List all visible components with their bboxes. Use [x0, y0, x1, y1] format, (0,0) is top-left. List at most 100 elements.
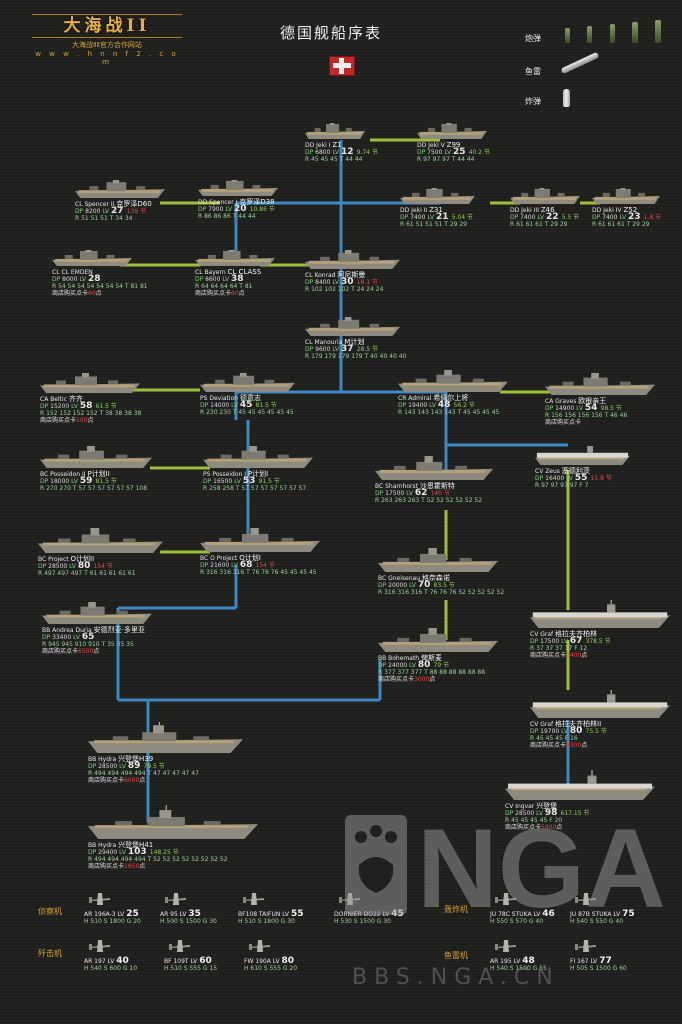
ship-speed: 148.25 节: [149, 849, 179, 856]
ship-weapons: R 377 377 377 T 88 88 88 88 88 88: [378, 669, 486, 676]
aircraft-icon: [575, 893, 596, 905]
ship-level: 58: [79, 401, 96, 411]
ship-weapons: R 86 86 86 T 44 44: [198, 213, 256, 220]
ship-name: CL CL EMDEN: [52, 269, 148, 276]
ship-en-name: CV Zeus: [535, 468, 562, 475]
ship-stats: DP 7400 LV 22 5.5 节: [510, 212, 580, 222]
carrier-silhouette-icon: [530, 690, 670, 718]
ship-en-name: DD Jeki V: [417, 142, 447, 149]
ship-cn-name: Z1: [332, 141, 342, 149]
ship-cn-name: 格拉夫齐柏林II: [555, 720, 602, 728]
ship-speed: 617.15 节: [560, 810, 590, 817]
ship-en-name: DD Jeki II: [400, 207, 430, 214]
ship-en-name: CA Graves: [545, 398, 579, 405]
ship-cn-name: 格拉夫齐柏林: [555, 630, 598, 638]
plane-stats: H 530 S 1500 G 30: [334, 918, 391, 925]
ship-stats: DP 8400 LV 30 18.1 节: [305, 277, 378, 287]
ship-stats: DP 9600 LV 37 28.5 节: [305, 344, 378, 354]
ship-level: 38: [231, 274, 244, 284]
ship-name: BC Sharnhorst 沙恩霍斯特: [375, 483, 482, 491]
plane-stats: H 540 S 1500 G 55: [490, 965, 547, 972]
ship-stats: DP 19400 LV 48 56.2 节: [398, 400, 475, 410]
ship-dp: 28500: [98, 763, 120, 770]
warship-silhouette-icon: [42, 602, 152, 624]
ship-weapons: R 54 54 54 54 54 54 54 T 81 81: [52, 283, 148, 290]
plane-stats: H 510 S 1800 G 20: [84, 918, 141, 925]
ship-weapons: R 152 152 152 152 T 38 38 38 38: [40, 410, 142, 417]
ship-shop-price: 商店购买点卡3000点: [378, 676, 436, 683]
plane-stats: H 510 S 555 G 15: [164, 965, 218, 972]
ship-level: 89: [127, 761, 144, 771]
ship-level: 67: [569, 636, 586, 646]
ship-cn-name: Z99: [446, 141, 461, 149]
ship-level: 68: [239, 560, 256, 570]
ship-dp: 18000: [50, 478, 72, 485]
ship-en-name: BC Project: [38, 556, 71, 563]
ship-level: 54: [584, 403, 601, 413]
ship-dp: 16400: [545, 475, 567, 482]
ship-level: 59: [79, 476, 96, 486]
ship-name: CL Spencer II 克罗泽D60: [75, 201, 152, 209]
ship-level: 80: [569, 726, 586, 736]
ship-en-name: CL Manouria: [305, 339, 345, 346]
ship-dp: 28500: [515, 810, 537, 817]
ship-weapons: R 97 97 97 T 44 44: [417, 156, 475, 163]
ship-shop-price: 商店购买点卡4300点: [530, 742, 588, 749]
plane-stats: H 500 S 1500 G 30: [160, 918, 217, 925]
ship-en-name: PS Deviation: [200, 395, 240, 402]
ship-weapons: R 61 61 61 T 29 29: [592, 221, 650, 228]
ship-en-name: DD Jeki III: [510, 207, 541, 214]
ship-cn-name: P计划I: [247, 470, 269, 478]
ship-weapons: R 64 64 64 64 T 81: [195, 283, 253, 290]
plane-stats: H 550 S 570 G 40: [490, 918, 544, 925]
ship-en-name: PS Posseidon I: [203, 471, 248, 478]
ship-weapons: R 494 494 494 494 T 52 52 52 52 52 52 52…: [88, 856, 228, 863]
aircraft-icon: [243, 893, 264, 905]
ship-en-name: BC Sharnhorst: [375, 483, 420, 490]
ship-en-name: CL Spencer II: [75, 201, 117, 208]
ship-cn-name: Z31: [429, 206, 443, 214]
warship-silhouette-icon: [417, 123, 487, 139]
plane-name: BF108 TAIFUN LV: [238, 911, 291, 918]
plane-name: AR 197 LV: [84, 958, 117, 965]
ship-name: DD Jeki IV Z52: [592, 207, 661, 215]
shell-icon: [655, 20, 661, 43]
ship-shop-price: 商店购买点卡: [545, 419, 582, 426]
ship-weapons: R 61 51 51 51 T 29 29: [400, 221, 467, 228]
carrier-silhouette-icon: [505, 770, 655, 800]
ship-cn-name: O计划II: [70, 555, 95, 563]
ship-en-name: BB Hydra: [88, 756, 119, 763]
ship-en-name: CA Beltic: [40, 396, 69, 403]
ship-stats: DP 6800 LV 12 9.74 节: [305, 147, 378, 157]
ship-stats: DP 19700 LV 80 75.5 节: [530, 726, 607, 736]
nga-watermark-site: BBS.NGA.CN: [352, 965, 560, 990]
ship-cn-name: CL CLASS: [227, 268, 262, 276]
ship-cn-name: O计划I: [239, 554, 261, 562]
ship-shop-price: 商店购买点卡1400点: [530, 652, 588, 659]
ship-dp: 7900: [208, 206, 226, 213]
ship-speed: 83.5 节: [433, 582, 455, 589]
ship-stats: DP 8600 LV 38: [195, 274, 244, 284]
ship-speed: 79 节: [433, 662, 450, 669]
ship-speed: 154 节: [255, 562, 275, 569]
warship-silhouette-icon: [305, 123, 365, 139]
aircraft-icon: [575, 940, 596, 952]
ship-cn-name: 克罗泽D38: [239, 198, 275, 206]
